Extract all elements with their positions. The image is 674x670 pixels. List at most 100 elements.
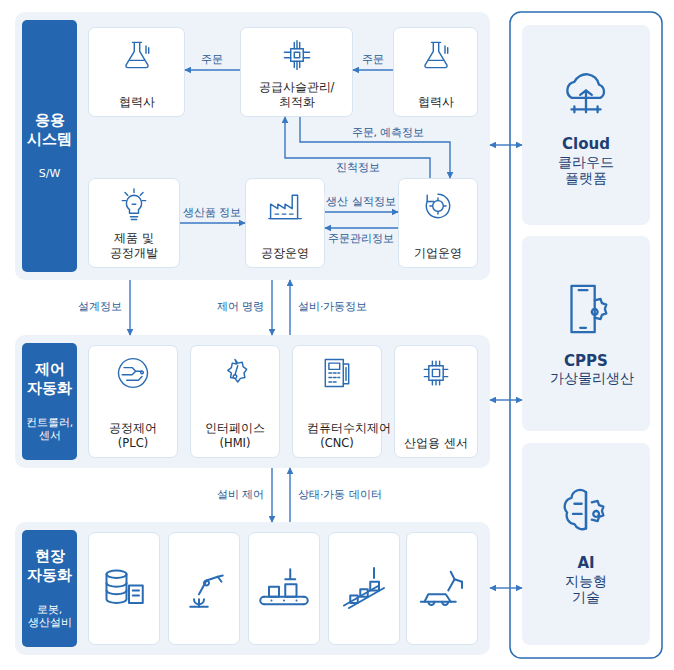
node-subtitle: 컨트롤러, 센서 xyxy=(24,416,75,444)
icon-stroke xyxy=(107,583,127,594)
function-box: 산업용 센서 xyxy=(394,345,478,458)
icon-stroke xyxy=(141,371,144,374)
box-label-holder: 협력사 xyxy=(89,95,184,109)
icon-stroke xyxy=(451,572,462,588)
cloud-icon xyxy=(557,63,615,121)
brain-icon xyxy=(557,482,615,540)
layer-tab: 현장 자동화로봇, 생산설비 xyxy=(22,530,77,647)
icon-stroke xyxy=(269,587,279,597)
flow-label: 진척정보 xyxy=(334,161,382,174)
box-label-holder: 협력사 xyxy=(394,95,477,109)
chip-icon xyxy=(279,37,315,73)
flow-arrow xyxy=(490,399,522,400)
flow-arrow xyxy=(185,69,240,70)
flow-arrow xyxy=(180,222,245,223)
factory-icon xyxy=(267,188,303,224)
robot-icon xyxy=(179,563,229,613)
flow-label: 상태·가동 데이터 xyxy=(296,488,384,501)
icon-stroke xyxy=(233,375,237,379)
icon-stroke xyxy=(269,218,301,219)
icon-stroke xyxy=(448,579,462,590)
function-box: 협력사 xyxy=(393,27,478,117)
icon-stroke xyxy=(285,569,295,579)
icon-stroke xyxy=(343,364,348,384)
platform-box: Cloud클라우드 플랫폼 xyxy=(522,25,650,225)
flow-arrow xyxy=(271,280,272,335)
icon-stroke xyxy=(122,371,136,375)
node-title: 기업운영 xyxy=(414,246,462,260)
icon-stroke xyxy=(426,194,449,217)
icon-stroke xyxy=(424,42,446,67)
icon-stroke xyxy=(585,492,587,528)
flow-arrow xyxy=(129,280,130,335)
icon-stroke xyxy=(129,60,143,61)
icon-stroke xyxy=(370,582,379,591)
icon-stroke xyxy=(565,490,586,529)
icon-stroke xyxy=(127,377,142,381)
icon-stroke xyxy=(329,373,340,382)
icon-stroke xyxy=(294,41,299,70)
icon-stroke xyxy=(122,189,145,201)
node-subtitle: 가상물리생산 xyxy=(550,370,622,387)
icon-stroke xyxy=(275,213,293,214)
flask-icon xyxy=(119,37,155,73)
icon-stroke xyxy=(119,359,148,388)
icon-stroke xyxy=(126,195,141,213)
icon-stroke xyxy=(272,600,297,602)
node-title: 협력사 xyxy=(119,95,155,109)
box-label-holder: 산업용 센서 xyxy=(395,436,477,450)
icon-stroke xyxy=(199,577,218,595)
node-title: 현장 자동화 xyxy=(24,547,75,585)
node-title: AI xyxy=(577,554,594,573)
bulb-icon xyxy=(116,188,152,224)
icon-stroke xyxy=(432,369,439,376)
node-title: 제품 및 공정개발 xyxy=(104,231,164,260)
icon-stroke xyxy=(373,568,375,578)
function-box: 컴퓨터수치제어 (CNC) xyxy=(292,345,382,458)
equipment-box xyxy=(248,532,320,645)
flow-label: 설비 제어 xyxy=(215,488,267,501)
flow-arrow xyxy=(490,587,522,588)
platform-panel xyxy=(510,12,662,658)
icon-stroke xyxy=(573,504,582,514)
flow-arrow xyxy=(353,69,393,70)
car-icon xyxy=(417,563,467,613)
box-label-holder: 인터페이스 (HMI) xyxy=(191,421,279,450)
gauge-icon xyxy=(217,355,253,391)
icon-stroke xyxy=(132,203,136,204)
flask-icon xyxy=(418,37,454,73)
chip2-icon xyxy=(418,355,454,391)
icon-stroke xyxy=(592,309,598,315)
equipment-box xyxy=(168,532,240,645)
node-title: 제어 자동화 xyxy=(24,360,75,398)
flow-label: 주문 xyxy=(360,53,386,66)
flow-arrow xyxy=(289,468,290,522)
node-subtitle: 지능형 기술 xyxy=(550,573,622,607)
box-label-holder: 공정제어 (PLC) xyxy=(89,421,177,450)
icon-stroke xyxy=(360,589,368,597)
icon-stroke xyxy=(284,52,309,57)
icon-stroke xyxy=(345,368,346,381)
icon-stroke xyxy=(124,368,142,372)
icon-stroke xyxy=(428,602,448,605)
node-title: CPPS xyxy=(564,352,608,371)
icon-stroke xyxy=(294,52,299,57)
equipment-box xyxy=(406,532,478,645)
function-box: 공장운영 xyxy=(245,178,325,268)
icon-stroke xyxy=(329,363,340,369)
icon-stroke xyxy=(129,586,143,604)
flow-arrow xyxy=(325,211,398,212)
flow-arrow xyxy=(300,117,450,178)
icon-stroke xyxy=(432,361,439,384)
icon-stroke xyxy=(428,60,442,61)
icon-stroke xyxy=(579,290,588,328)
icon-stroke xyxy=(425,594,451,602)
node-title: Cloud xyxy=(562,135,610,154)
icon-stroke xyxy=(430,198,446,214)
function-box: 협력사 xyxy=(88,27,185,117)
flow-arrow xyxy=(289,280,290,335)
icon-stroke xyxy=(271,195,298,218)
function-box: 공정제어 (PLC) xyxy=(88,345,178,458)
